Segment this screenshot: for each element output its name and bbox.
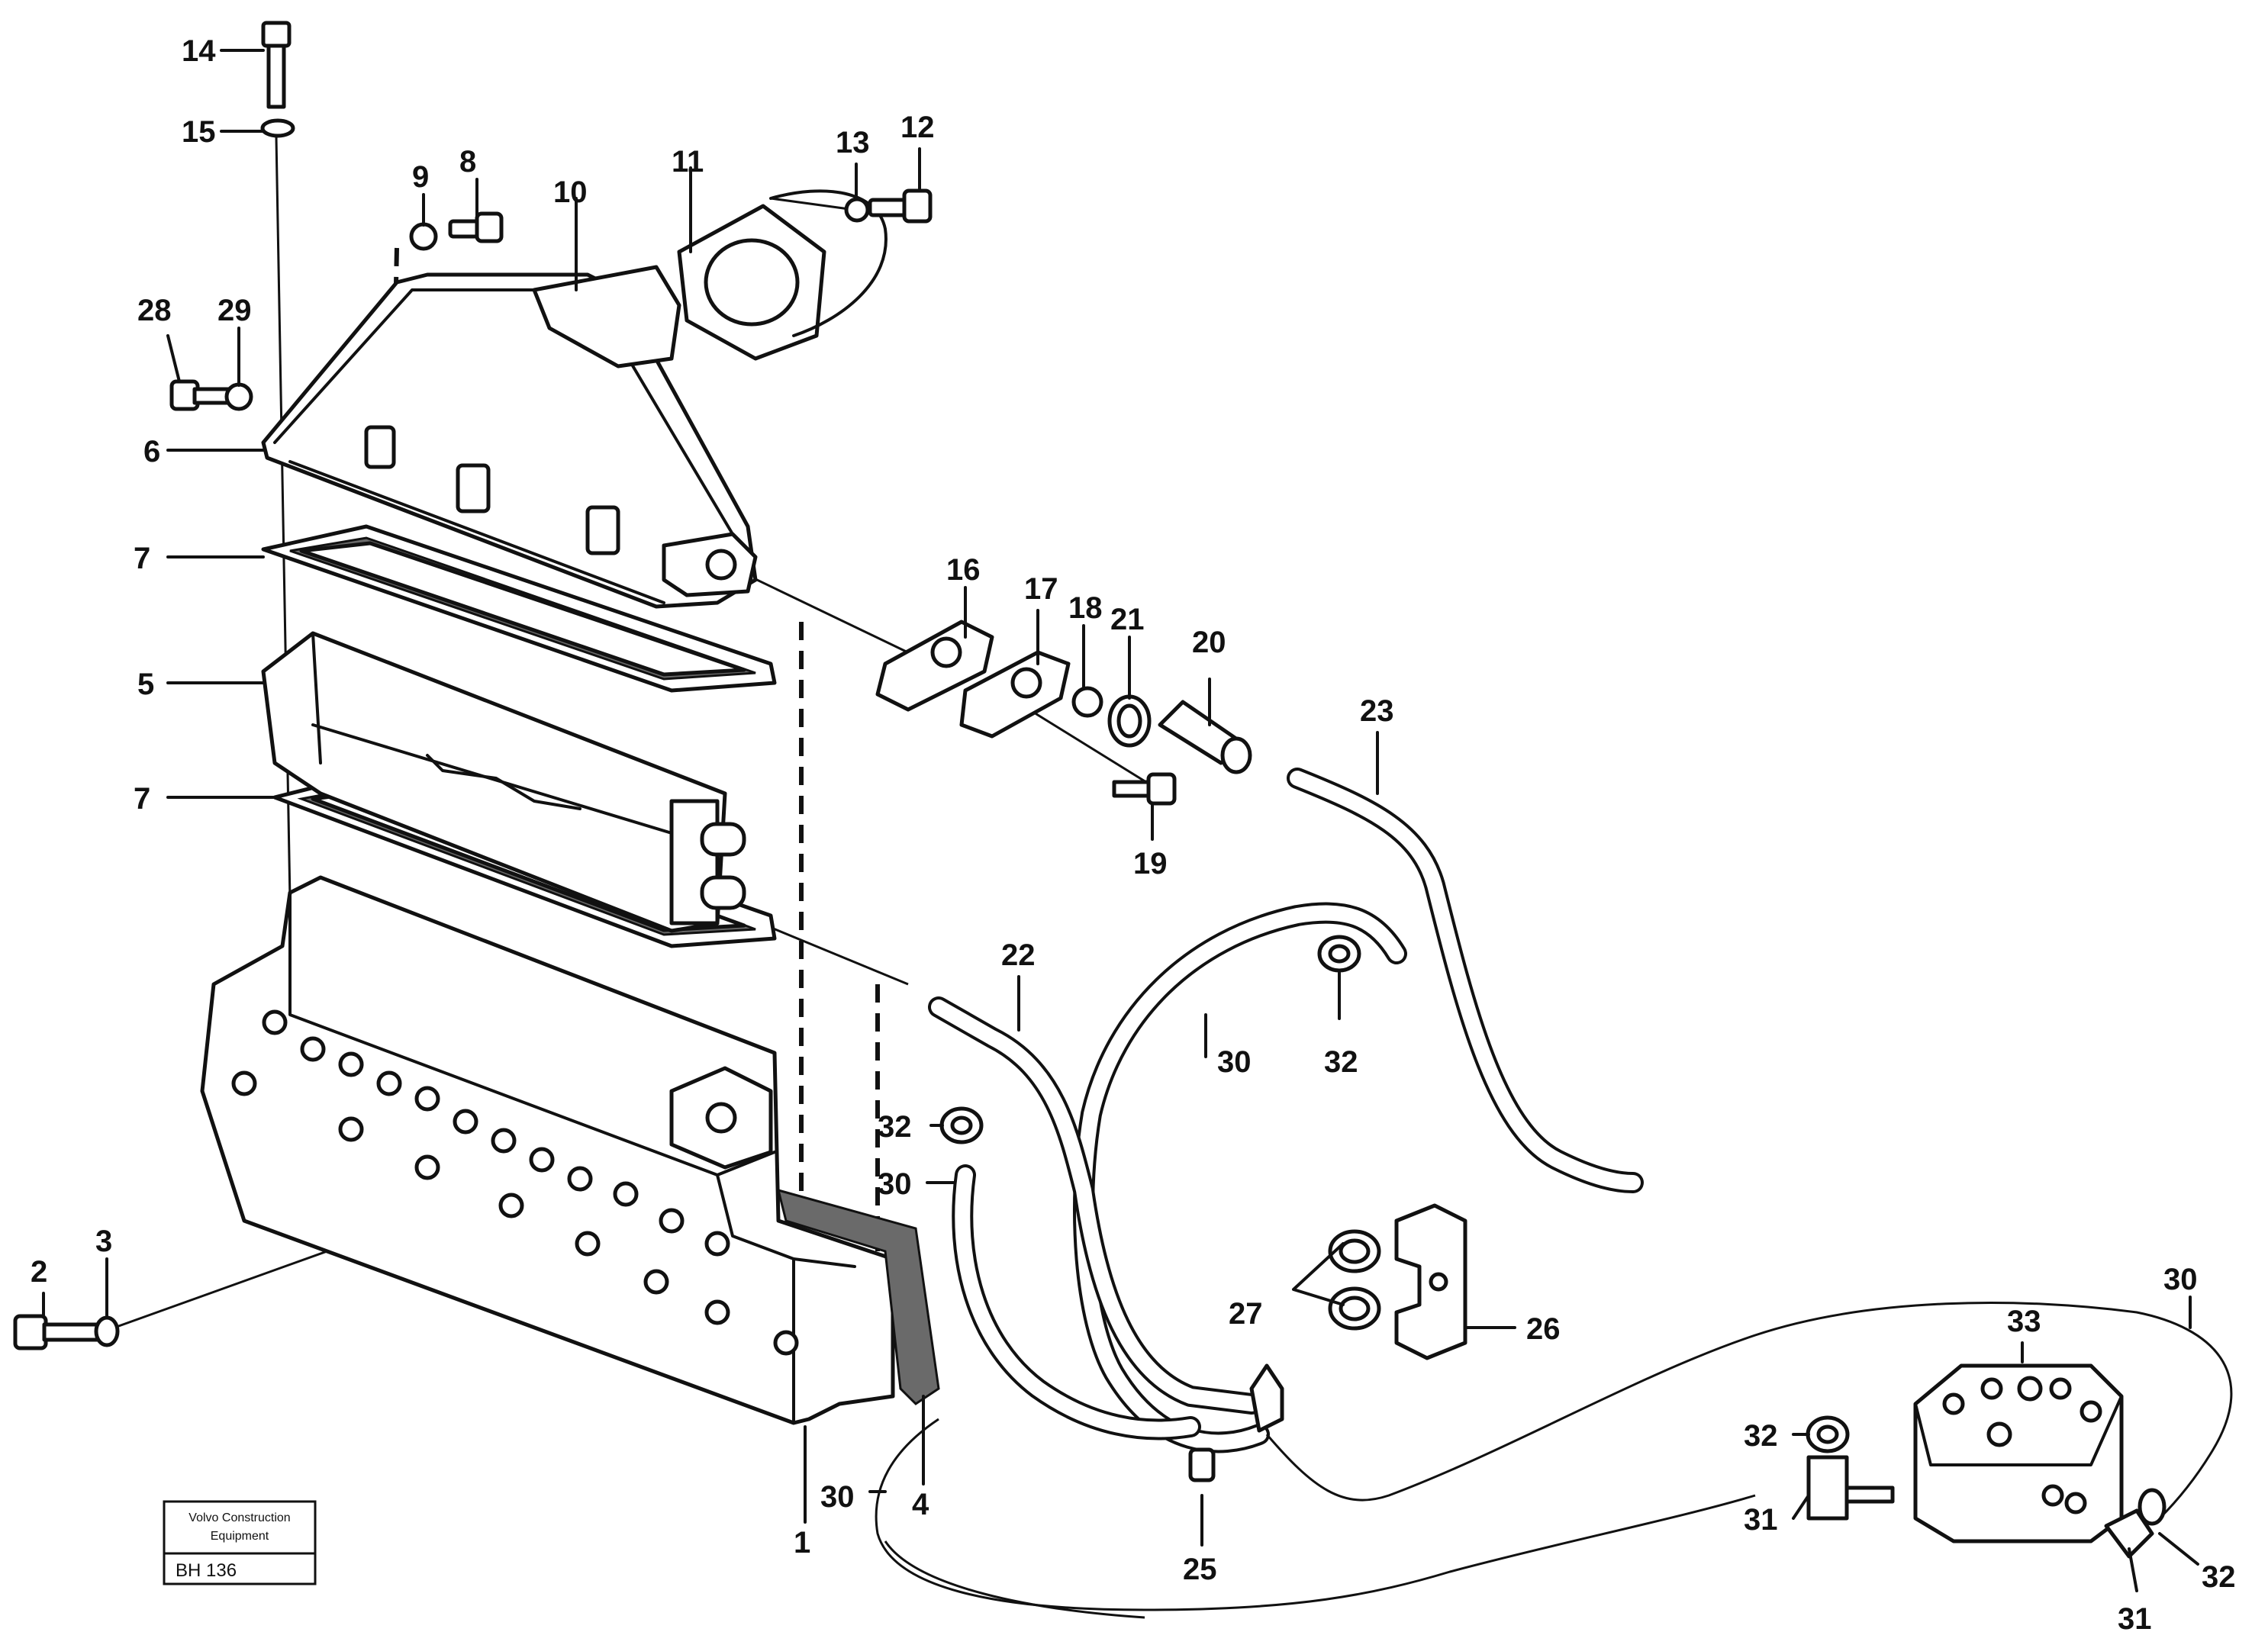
- hose-20: [1158, 700, 1252, 774]
- holder-26: [1394, 1203, 1467, 1360]
- callouts: 14 15 8 9 10 11 12 13 28 29 6 7 5 7 2 3 …: [31, 34, 2236, 1632]
- clamp-32-right: [2138, 1488, 2167, 1526]
- label-7-bottom: 7: [134, 782, 150, 816]
- stamp-code: BH 136: [176, 1560, 237, 1581]
- label-4: 4: [912, 1488, 929, 1521]
- clamp-21: [1107, 694, 1152, 748]
- washer-3: [94, 1315, 120, 1347]
- label-16: 16: [946, 553, 981, 587]
- bolt-2: [13, 1314, 100, 1350]
- washer-29: [224, 382, 253, 411]
- label-11: 11: [672, 145, 704, 179]
- label-21: 21: [1110, 603, 1145, 636]
- label-17: 17: [1024, 572, 1058, 606]
- label-31-left: 31: [1744, 1503, 1778, 1537]
- label-15: 15: [182, 115, 216, 149]
- label-26: 26: [1526, 1312, 1561, 1346]
- label-32-right: 32: [2202, 1560, 2236, 1594]
- label-5: 5: [137, 668, 154, 701]
- leader-lines: [42, 49, 2199, 1592]
- label-8: 8: [459, 145, 476, 179]
- label-32-upper: 32: [1324, 1045, 1358, 1079]
- rings-27: [1328, 1229, 1381, 1331]
- guide-line-bolt14: [275, 137, 292, 901]
- cooler-core: [261, 631, 746, 933]
- stamp-line-1: Volvo Construction: [188, 1511, 290, 1524]
- label-18: 18: [1068, 591, 1103, 625]
- label-32-left: 32: [878, 1110, 912, 1144]
- elbow-31-left: [1806, 1455, 1895, 1521]
- hose-22: [928, 996, 1262, 1415]
- label-30-left: 30: [878, 1167, 912, 1201]
- bolt-19: [1112, 772, 1177, 806]
- label-14: 14: [182, 34, 216, 68]
- label-28: 28: [137, 294, 172, 327]
- washer-18: [1071, 686, 1103, 718]
- washer-15: [260, 118, 295, 138]
- intake-housing: [200, 875, 895, 1425]
- guide-line-13: [770, 197, 855, 211]
- hose-30-left: [952, 1164, 1201, 1440]
- clamp-32-left: [939, 1106, 984, 1144]
- label-29: 29: [217, 294, 252, 327]
- washer-9: [409, 222, 438, 251]
- flange-16: [875, 620, 994, 712]
- flange-11: [677, 189, 888, 361]
- flange-17: [959, 650, 1071, 739]
- washer-13: [844, 197, 870, 223]
- stamp-line-2: Equipment: [211, 1530, 269, 1543]
- label-32-compressor: 32: [1744, 1419, 1778, 1453]
- label-1: 1: [794, 1526, 810, 1560]
- tube-30-long: [875, 1302, 2233, 1619]
- label-13: 13: [836, 126, 870, 159]
- hose-23: [1287, 768, 1644, 1193]
- air-compressor-33: [1913, 1363, 2124, 1543]
- label-30-right: 30: [2163, 1263, 2198, 1296]
- label-22: 22: [1001, 938, 1036, 972]
- gasket-10: [532, 265, 681, 369]
- volvo-stamp: Volvo Construction Equipment BH 136: [163, 1500, 317, 1585]
- label-25: 25: [1183, 1553, 1217, 1586]
- bolt-8: [448, 211, 504, 243]
- label-20: 20: [1192, 626, 1226, 659]
- hose-30-upper: [1073, 902, 1407, 1453]
- label-27: 27: [1229, 1297, 1263, 1331]
- bracket-25: [1188, 1363, 1284, 1482]
- label-30-upper: 30: [1217, 1045, 1252, 1079]
- bolt-12: [868, 188, 933, 224]
- clamp-32-top: [1317, 935, 1361, 973]
- end-gasket: [776, 1188, 940, 1405]
- label-10: 10: [553, 175, 588, 209]
- label-12: 12: [900, 111, 935, 144]
- label-33: 33: [2007, 1305, 2041, 1338]
- label-6: 6: [143, 435, 160, 468]
- label-19: 19: [1133, 847, 1168, 880]
- label-23: 23: [1360, 694, 1394, 728]
- housing-holes: [231, 1009, 799, 1356]
- bolt-14: [261, 21, 292, 109]
- label-3: 3: [95, 1225, 112, 1258]
- gasket-top: [261, 524, 777, 693]
- label-31-right: 31: [2118, 1602, 2152, 1632]
- clamp-32-compressor: [1806, 1415, 1850, 1453]
- label-9: 9: [412, 160, 429, 194]
- label-7-top: 7: [134, 542, 150, 575]
- label-30-bottom-left: 30: [820, 1480, 855, 1514]
- elbow-31-right: [2104, 1508, 2154, 1559]
- label-2: 2: [31, 1255, 47, 1289]
